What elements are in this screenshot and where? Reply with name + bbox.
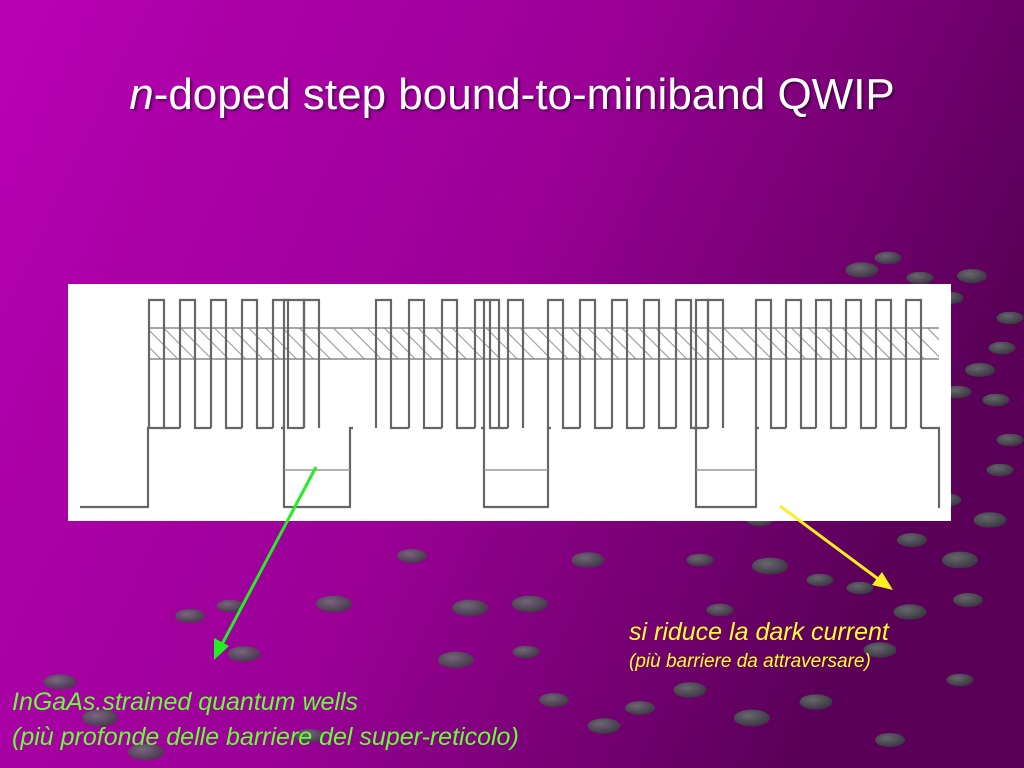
decorative-dot <box>996 433 1024 447</box>
decorative-dot <box>942 551 978 569</box>
decorative-dot <box>673 682 707 698</box>
deeper-wells-text: (più profonde delle barriere del super-r… <box>12 723 519 751</box>
decorative-dot <box>43 674 77 690</box>
band-diagram <box>80 298 941 509</box>
title-italic-n: n <box>129 70 154 119</box>
decorative-dot <box>875 733 905 747</box>
decorative-dot <box>986 463 1014 477</box>
strained-wells-annotation: InGaAs.strained quantum wells (più profo… <box>12 688 519 752</box>
decorative-dot <box>988 341 1016 355</box>
superlattice-barrier-group <box>147 298 321 430</box>
dark-current-text: si riduce la dark current <box>629 618 889 646</box>
barrier-wall <box>482 298 501 428</box>
dark-current-annotation: si riduce la dark current (più barriere … <box>629 618 889 673</box>
page-title: n-doped step bound-to-miniband QWIP <box>0 70 1024 120</box>
decorative-dot <box>397 549 427 563</box>
decorative-dot <box>512 645 540 659</box>
decorative-dot <box>175 609 205 623</box>
decorative-dot <box>946 673 974 687</box>
decorative-dot <box>973 512 1007 528</box>
strained-wells-text: InGaAs.strained quantum wells <box>12 688 359 716</box>
decorative-dot <box>82 709 118 727</box>
decorative-dot <box>316 595 352 613</box>
decorative-dot <box>625 701 655 715</box>
decorative-dot <box>295 729 325 743</box>
decorative-dot <box>571 552 605 568</box>
superlattice-barrier-group <box>754 298 923 430</box>
decorative-dot <box>897 533 927 547</box>
decorative-dot <box>874 251 902 265</box>
decorative-dot <box>752 557 788 575</box>
decorative-dot <box>863 642 897 658</box>
title-text: -doped step bound-to-miniband QWIP <box>153 70 895 119</box>
band-edge-right <box>921 426 941 509</box>
decorative-dot <box>893 604 927 620</box>
decorative-dot <box>982 393 1010 407</box>
decorative-dot <box>846 581 874 595</box>
decorative-dot <box>706 603 734 617</box>
deep-quantum-well <box>281 426 353 509</box>
decorative-dot <box>944 385 972 399</box>
decorative-dot <box>216 599 244 613</box>
decorative-dot <box>799 694 833 710</box>
decorative-dot <box>906 271 934 285</box>
decorative-dot <box>128 743 164 761</box>
barrier-wall <box>282 298 306 428</box>
decorative-dot <box>734 709 770 727</box>
decorative-dot <box>965 363 995 377</box>
more-barriers-text: (più barriere da attraversare) <box>629 651 871 672</box>
deep-quantum-well <box>693 426 759 509</box>
decorative-dot <box>512 595 548 613</box>
decorative-dot <box>953 593 983 607</box>
decorative-dot <box>957 269 987 283</box>
superlattice-barrier-group <box>374 298 525 430</box>
miniband-hatch <box>148 328 939 359</box>
decorative-dot <box>806 573 834 587</box>
decorative-dot <box>227 646 261 662</box>
band-diagram-panel <box>68 284 951 521</box>
band-edge-left <box>80 426 165 509</box>
decorative-dot <box>587 718 621 734</box>
decorative-dot <box>452 599 488 617</box>
barrier-wall <box>694 298 710 428</box>
decorative-dot <box>539 693 569 707</box>
decorative-dot <box>996 311 1024 325</box>
decorative-dot <box>438 651 474 669</box>
superlattice-barrier-group <box>546 298 725 430</box>
decorative-dot <box>845 262 879 278</box>
decorative-dot <box>686 553 714 567</box>
quantum-well-profile <box>80 298 941 509</box>
deep-quantum-well <box>481 426 551 509</box>
